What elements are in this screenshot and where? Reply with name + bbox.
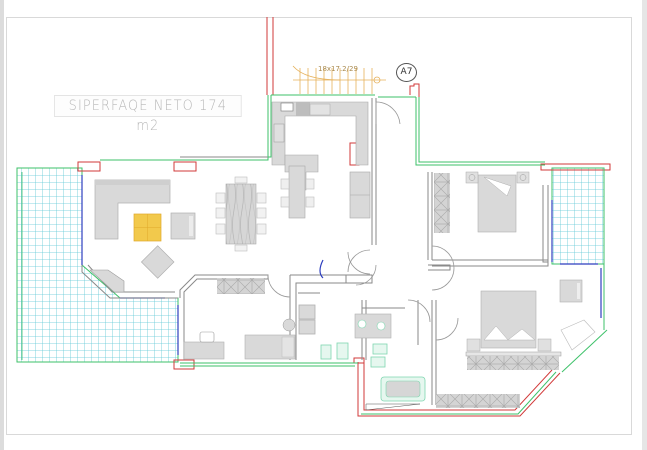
wardrobe: [434, 173, 450, 233]
desk: [560, 319, 596, 351]
net-area-label: SIPERFAQE NETO 174 m2: [54, 95, 242, 134]
desk-chair: [199, 331, 215, 343]
left-window-edge: [0, 0, 4, 450]
cooktop-top: [296, 102, 310, 116]
stair-dimension-label: 18x17.2/29: [318, 65, 358, 73]
study-room: [183, 278, 296, 360]
right-scrollbar-track[interactable]: [642, 0, 647, 450]
armchair: [559, 279, 583, 303]
door-swings: [267, 101, 459, 341]
wardrobe: [217, 278, 265, 294]
kitchen: [271, 101, 371, 219]
terrace-east: [551, 167, 605, 265]
master-bedroom: [436, 279, 596, 408]
living-room: [89, 179, 196, 293]
staircase: [292, 65, 386, 94]
cooktop: [273, 123, 285, 143]
toilet: [372, 343, 388, 355]
wardrobe: [467, 356, 559, 370]
section-tag: A7: [396, 63, 417, 82]
nightstand: [537, 338, 552, 352]
nightstand: [466, 338, 481, 352]
dining-table: [215, 176, 267, 252]
bathroom: [354, 313, 426, 411]
desk: [183, 341, 225, 360]
nightstand: [465, 171, 479, 184]
armchair-angled: [140, 245, 175, 279]
bay-bench: [89, 269, 125, 293]
nightstand: [516, 171, 530, 184]
sink: [309, 103, 331, 116]
wc-room: [298, 259, 349, 360]
bidet: [370, 356, 386, 368]
bedroom-1: [434, 171, 530, 233]
